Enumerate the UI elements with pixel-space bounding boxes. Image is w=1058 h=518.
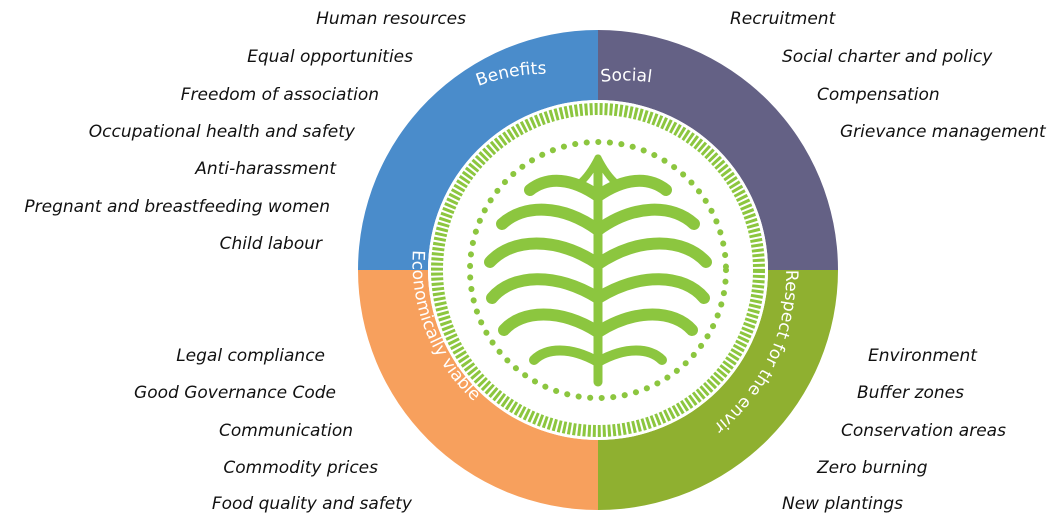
list-item-bottom-left: Communication	[219, 421, 353, 441]
list-item-bottom-right: New plantings	[782, 494, 904, 514]
list-item-bottom-left: Food quality and safety	[211, 494, 412, 514]
list-item-top-right: Compensation	[817, 85, 940, 105]
list-item-bottom-left: Commodity prices	[223, 458, 378, 478]
list-item-top-left: Child labour	[219, 234, 322, 254]
list-item-top-right: Grievance management	[840, 122, 1046, 142]
list-item-bottom-right: Environment	[868, 346, 977, 366]
list-item-top-left: Equal opportunities	[247, 47, 413, 67]
list-item-top-left: Anti-harassment	[195, 159, 336, 179]
list-item-top-left: Human resources	[316, 9, 466, 29]
segment-social	[598, 30, 838, 270]
inner-dotted-ring	[467, 139, 729, 401]
list-item-bottom-right: Conservation areas	[841, 421, 1006, 441]
segment-economic	[358, 270, 598, 510]
list-item-bottom-left: Good Governance Code	[134, 383, 336, 403]
segment-benefits	[358, 30, 598, 270]
list-item-top-left: Freedom of association	[180, 85, 379, 105]
list-item-top-left: Occupational health and safety	[88, 122, 355, 142]
list-item-top-right: Recruitment	[730, 9, 836, 29]
list-item-bottom-left: Legal compliance	[176, 346, 325, 366]
list-item-top-left: Pregnant and breastfeeding women	[24, 197, 330, 217]
list-item-bottom-right: Buffer zones	[857, 383, 964, 403]
list-item-bottom-right: Zero burning	[817, 458, 928, 478]
outer-dotted-ring	[431, 103, 765, 437]
segment-label-social: Social	[599, 65, 653, 87]
list-item-top-right: Social charter and policy	[782, 47, 993, 67]
palm-leaf-icon	[484, 154, 712, 387]
segment-environment	[598, 270, 838, 510]
